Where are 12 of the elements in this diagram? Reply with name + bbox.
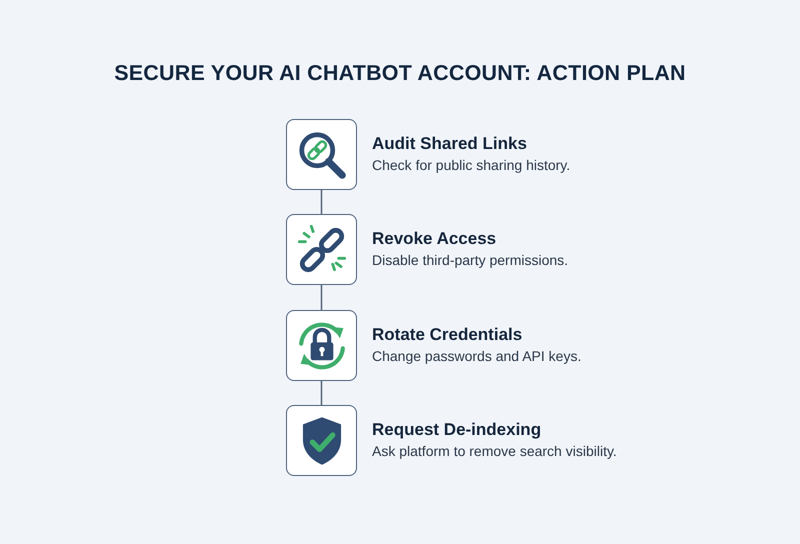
- step-heading: Revoke Access: [372, 229, 496, 249]
- step-description: Disable third-party permissions.: [372, 251, 568, 269]
- step-description: Change passwords and API keys.: [372, 347, 582, 365]
- connector-line: [320, 381, 322, 405]
- diagram-title: SECURE YOUR AI CHATBOT ACCOUNT: ACTION PLAN: [114, 61, 686, 85]
- step-heading: Request De-indexing: [372, 420, 542, 440]
- step-heading: Rotate Credentials: [372, 325, 522, 345]
- step-heading: Audit Shared Links: [372, 134, 527, 154]
- step-description: Check for public sharing history.: [372, 156, 570, 174]
- step-description: Ask platform to remove search visibility.: [372, 442, 617, 460]
- connector-line: [320, 285, 322, 310]
- connector-line: [320, 190, 322, 214]
